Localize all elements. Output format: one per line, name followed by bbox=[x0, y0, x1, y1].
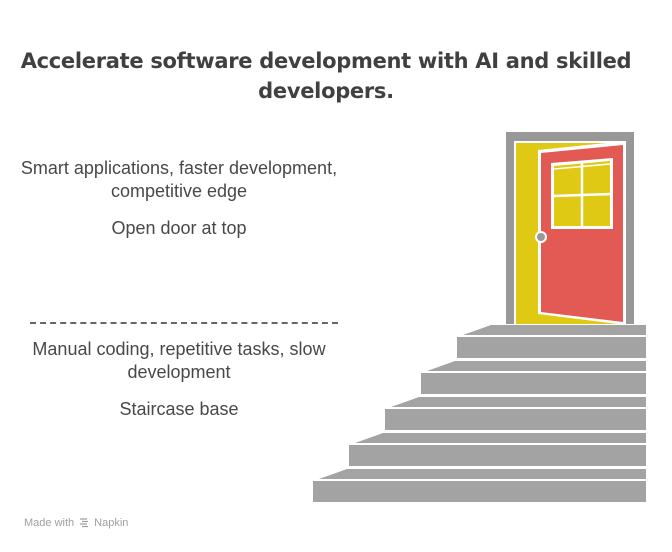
footer-attribution: Made with Napkin bbox=[24, 517, 128, 529]
top-label: Open door at top bbox=[111, 218, 247, 238]
top-section: Smart applications, faster development, … bbox=[20, 157, 338, 240]
napkin-brand-text: Napkin bbox=[94, 517, 129, 529]
open-door-icon bbox=[506, 132, 634, 325]
bottom-section: Manual coding, repetitive tasks, slow de… bbox=[20, 338, 338, 421]
bottom-description: Manual coding, repetitive tasks, slow de… bbox=[32, 339, 326, 382]
top-description: Smart applications, faster development, … bbox=[20, 158, 338, 201]
made-with-text: Made with bbox=[24, 517, 75, 529]
staircase-icon bbox=[313, 325, 646, 502]
dashed-divider bbox=[30, 322, 338, 324]
bottom-label: Staircase base bbox=[119, 399, 239, 419]
page-title: Accelerate software development with AI … bbox=[20, 49, 632, 103]
napkin-logo-icon bbox=[80, 518, 89, 528]
